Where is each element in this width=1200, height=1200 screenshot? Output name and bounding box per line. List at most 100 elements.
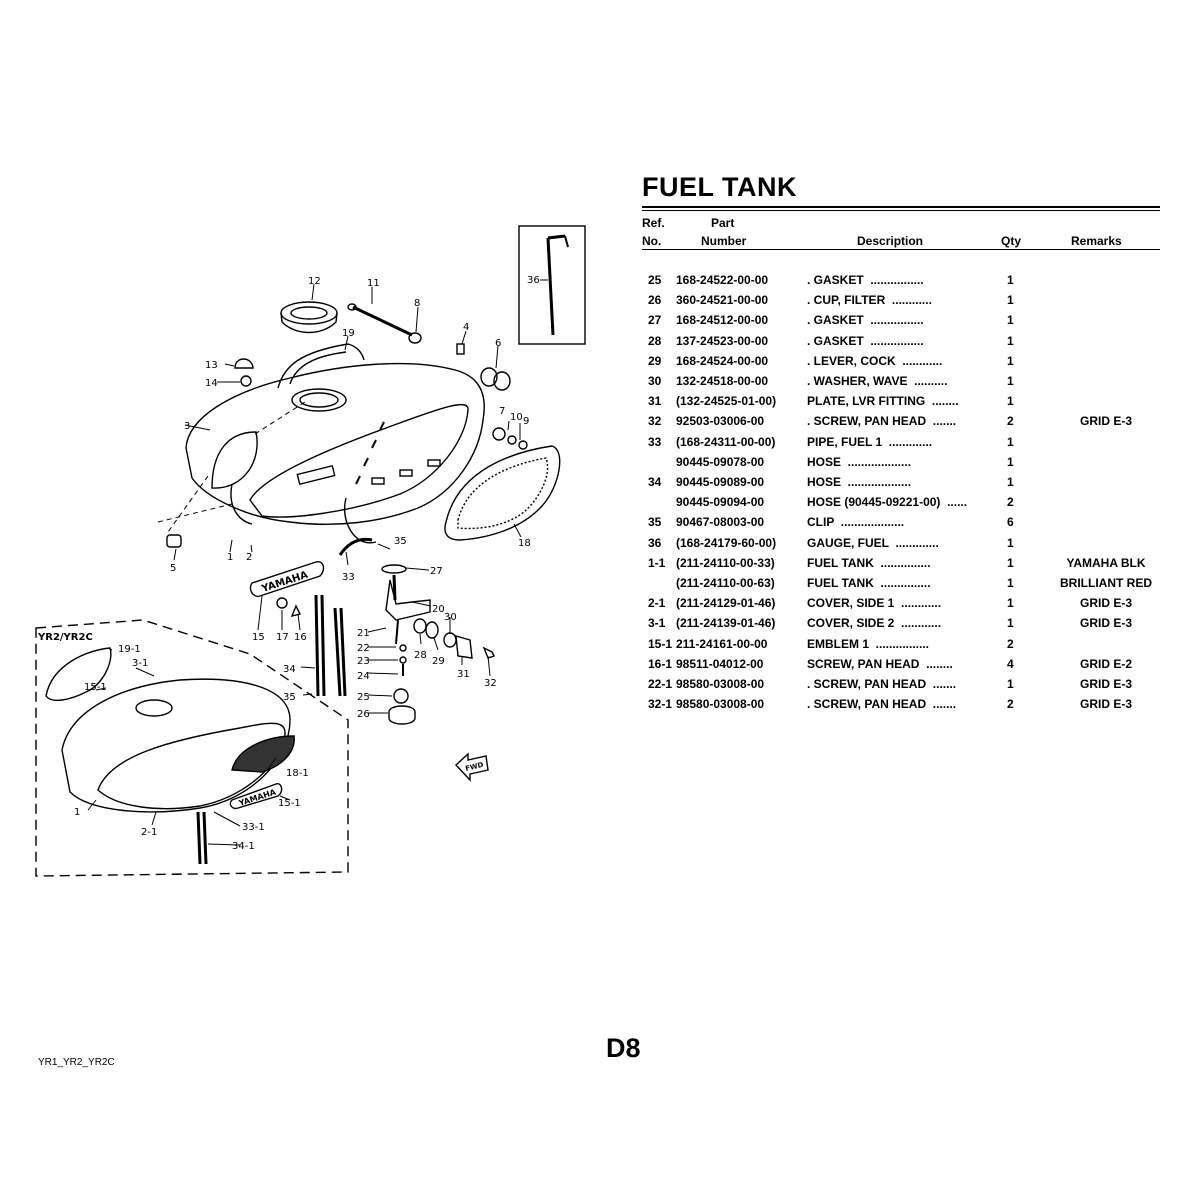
- table-row: 31(132-24525-01-00)PLATE, LVR FITTING ..…: [0, 394, 1200, 414]
- description-cell: PIPE, FUEL 1 .............: [807, 434, 933, 449]
- callout-15-1-top: 15-1: [84, 682, 107, 693]
- description-cell: . LEVER, COCK ............: [807, 353, 943, 368]
- ref-cell: 29: [648, 353, 662, 368]
- callout-labels: 12 11 8 4 6 19 13 14 3 7 10 9 5 1 2 18 3…: [37, 275, 540, 852]
- qty-cell: 1: [1007, 394, 1014, 409]
- callout-3: 3: [184, 421, 190, 432]
- description-cell: . SCREW, PAN HEAD .......: [807, 414, 957, 429]
- ref-cell: 25: [648, 273, 662, 287]
- callout-25: 25: [357, 692, 370, 703]
- callout-24: 24: [357, 671, 370, 682]
- callout-33: 33: [342, 572, 355, 583]
- table-row: 1-1(211-24110-00-33)FUEL TANK ..........…: [0, 556, 1200, 576]
- callout-26: 26: [357, 709, 370, 720]
- description-cell: COVER, SIDE 2 ............: [807, 616, 942, 631]
- callout-18: 18: [518, 538, 531, 549]
- part-number-cell: (168-24311-00-00): [676, 434, 776, 449]
- part-number-cell: (211-24129-01-46): [676, 596, 776, 611]
- description-cell: CLIP ...................: [807, 515, 905, 530]
- description-cell: . CUP, FILTER ............: [807, 293, 932, 308]
- part-number-cell: (211-24110-00-63): [676, 576, 775, 590]
- callout-10: 10: [510, 412, 523, 423]
- part-number-cell: 98580-03008-00: [676, 697, 765, 712]
- part-number-cell: 90445-09089-00: [676, 475, 765, 489]
- page-number: D8: [606, 1033, 641, 1063]
- description-cell: FUEL TANK ...............: [807, 576, 931, 590]
- callout-12: 12: [308, 276, 321, 287]
- part-number-cell: 98580-03008-00: [676, 677, 765, 691]
- remarks-cell: GRID E-3: [1079, 697, 1132, 712]
- callout-13: 13: [205, 360, 218, 371]
- remarks-cell: GRID E-3: [1079, 414, 1132, 429]
- description-cell: FUEL TANK ...............: [807, 555, 931, 570]
- callout-3-1: 3-1: [132, 658, 148, 669]
- header-ref-line2: No.: [642, 234, 662, 248]
- qty-cell: 1: [1007, 596, 1014, 611]
- qty-cell: 1: [1007, 313, 1014, 328]
- qty-cell: 2: [1007, 495, 1014, 510]
- callout-17: 17: [276, 632, 289, 643]
- qty-cell: 2: [1007, 636, 1014, 651]
- description-cell: . SCREW, PAN HEAD .......: [807, 677, 957, 691]
- qty-cell: 1: [1007, 555, 1014, 570]
- fuel-tank-main: [185, 343, 485, 544]
- description-cell: HOSE ...................: [807, 454, 912, 469]
- description-cell: . GASKET ................: [807, 313, 924, 328]
- header-part-line1: Part: [711, 216, 735, 230]
- callout-16: 16: [294, 632, 307, 643]
- callout-15-1-bottom: 15-1: [278, 798, 301, 809]
- header-ref-line1: Ref.: [642, 216, 665, 230]
- qty-cell: 2: [1007, 697, 1014, 712]
- description-cell: SCREW, PAN HEAD ........: [807, 656, 953, 671]
- callout-14: 14: [205, 378, 218, 389]
- qty-cell: 1: [1007, 475, 1014, 489]
- part-number-cell: 137-24523-00-00: [676, 333, 769, 348]
- callout-34: 34: [283, 664, 296, 675]
- description-cell: . WASHER, WAVE ..........: [807, 374, 948, 388]
- description-cell: . GASKET ................: [807, 333, 924, 348]
- title-rule: [642, 206, 1160, 208]
- callout-36: 36: [527, 275, 540, 286]
- callout-9: 9: [523, 416, 529, 427]
- callout-35-top: 35: [394, 536, 407, 547]
- callout-34-1: 34-1: [232, 841, 255, 852]
- qty-cell: 1: [1007, 333, 1014, 348]
- callout-35-bottom: 35: [283, 692, 296, 703]
- ref-cell: 2-1: [648, 596, 666, 611]
- qty-cell: 1: [1007, 273, 1014, 287]
- part-number-cell: 211-24161-00-00: [676, 636, 768, 651]
- qty-cell: 1: [1007, 454, 1014, 469]
- qty-cell: 1: [1007, 353, 1014, 368]
- ref-cell: 36: [648, 535, 662, 550]
- callout-2-1: 2-1: [141, 827, 157, 838]
- header-qty: Qty: [1001, 234, 1022, 248]
- description-cell: GAUGE, FUEL .............: [807, 535, 939, 550]
- callout-20: 20: [432, 604, 445, 615]
- fwd-arrow: [455, 752, 489, 782]
- part-number-cell: 360-24521-00-00: [676, 293, 769, 308]
- title-rule-thin: [642, 210, 1160, 211]
- part-number-cell: 168-24522-00-00: [676, 273, 769, 287]
- remarks-cell: BRILLIANT RED: [1060, 576, 1152, 590]
- callout-30: 30: [444, 612, 457, 623]
- ref-cell: 28: [648, 333, 662, 348]
- ref-cell: 3-1: [648, 616, 666, 631]
- table-row: 33(168-24311-00-00)PIPE, FUEL 1 ........…: [0, 435, 1200, 455]
- table-row: (211-24110-00-63) FUEL TANK .............…: [0, 576, 1200, 596]
- callout-6: 6: [495, 338, 501, 349]
- callout-21: 21: [357, 628, 370, 639]
- ref-cell: 34: [648, 475, 662, 489]
- remarks-cell: YAMAHA BLK: [1066, 555, 1146, 570]
- callout-11: 11: [367, 278, 380, 289]
- table-row: 3-1(211-24139-01-46)COVER, SIDE 2 ......…: [0, 616, 1200, 636]
- callout-23: 23: [357, 656, 370, 667]
- header-description: Description: [857, 234, 924, 248]
